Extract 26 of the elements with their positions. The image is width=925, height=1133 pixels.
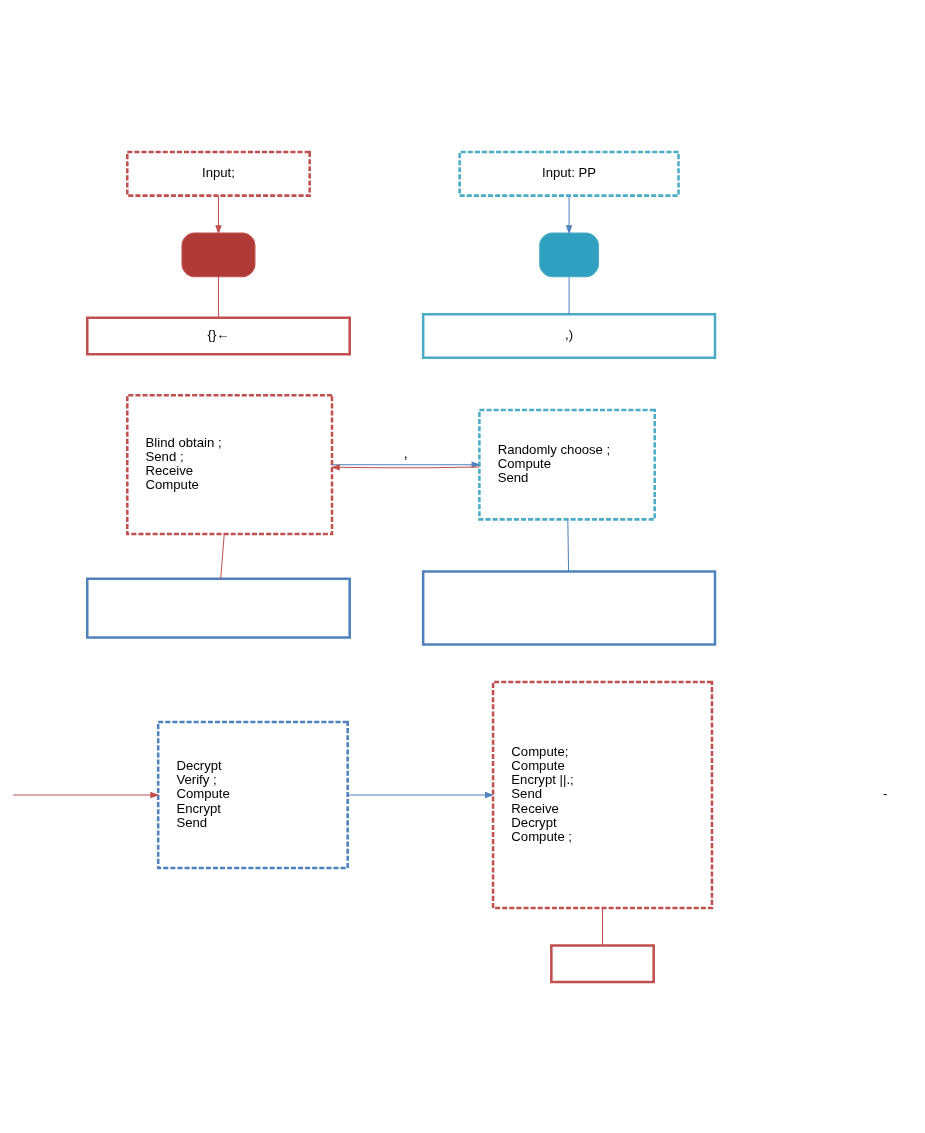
arrow	[331, 460, 481, 468]
node-box: Input: PP	[458, 150, 680, 197]
node-box	[181, 232, 256, 277]
node-box: Input;	[126, 150, 311, 197]
node-box: {}←	[86, 315, 351, 355]
node-box	[86, 576, 351, 639]
arrow	[215, 195, 222, 234]
node-box	[421, 569, 717, 646]
node-box: Decrypt Verify ; Compute Encrypt Send	[156, 720, 349, 869]
node-box: Randomly choose ; Compute Send	[478, 408, 656, 521]
arrow	[347, 791, 495, 798]
node-box: Blind obtain ; Send ; Receive Compute	[126, 393, 334, 535]
node-box	[539, 232, 599, 277]
node-box: ,)	[421, 312, 717, 359]
connector	[220, 533, 225, 579]
node-box: Compute; Compute Encrypt ||.; Send Receive Decrypt Compute ;	[491, 680, 714, 909]
connector	[567, 518, 570, 572]
node-box	[550, 943, 655, 983]
arrow	[12, 791, 160, 798]
edge-label: ,	[403, 444, 408, 461]
connector	[568, 276, 570, 314]
connector	[217, 276, 219, 318]
arrow	[565, 195, 573, 234]
connector	[602, 907, 604, 946]
label: -	[883, 785, 888, 801]
arrow	[330, 463, 480, 471]
